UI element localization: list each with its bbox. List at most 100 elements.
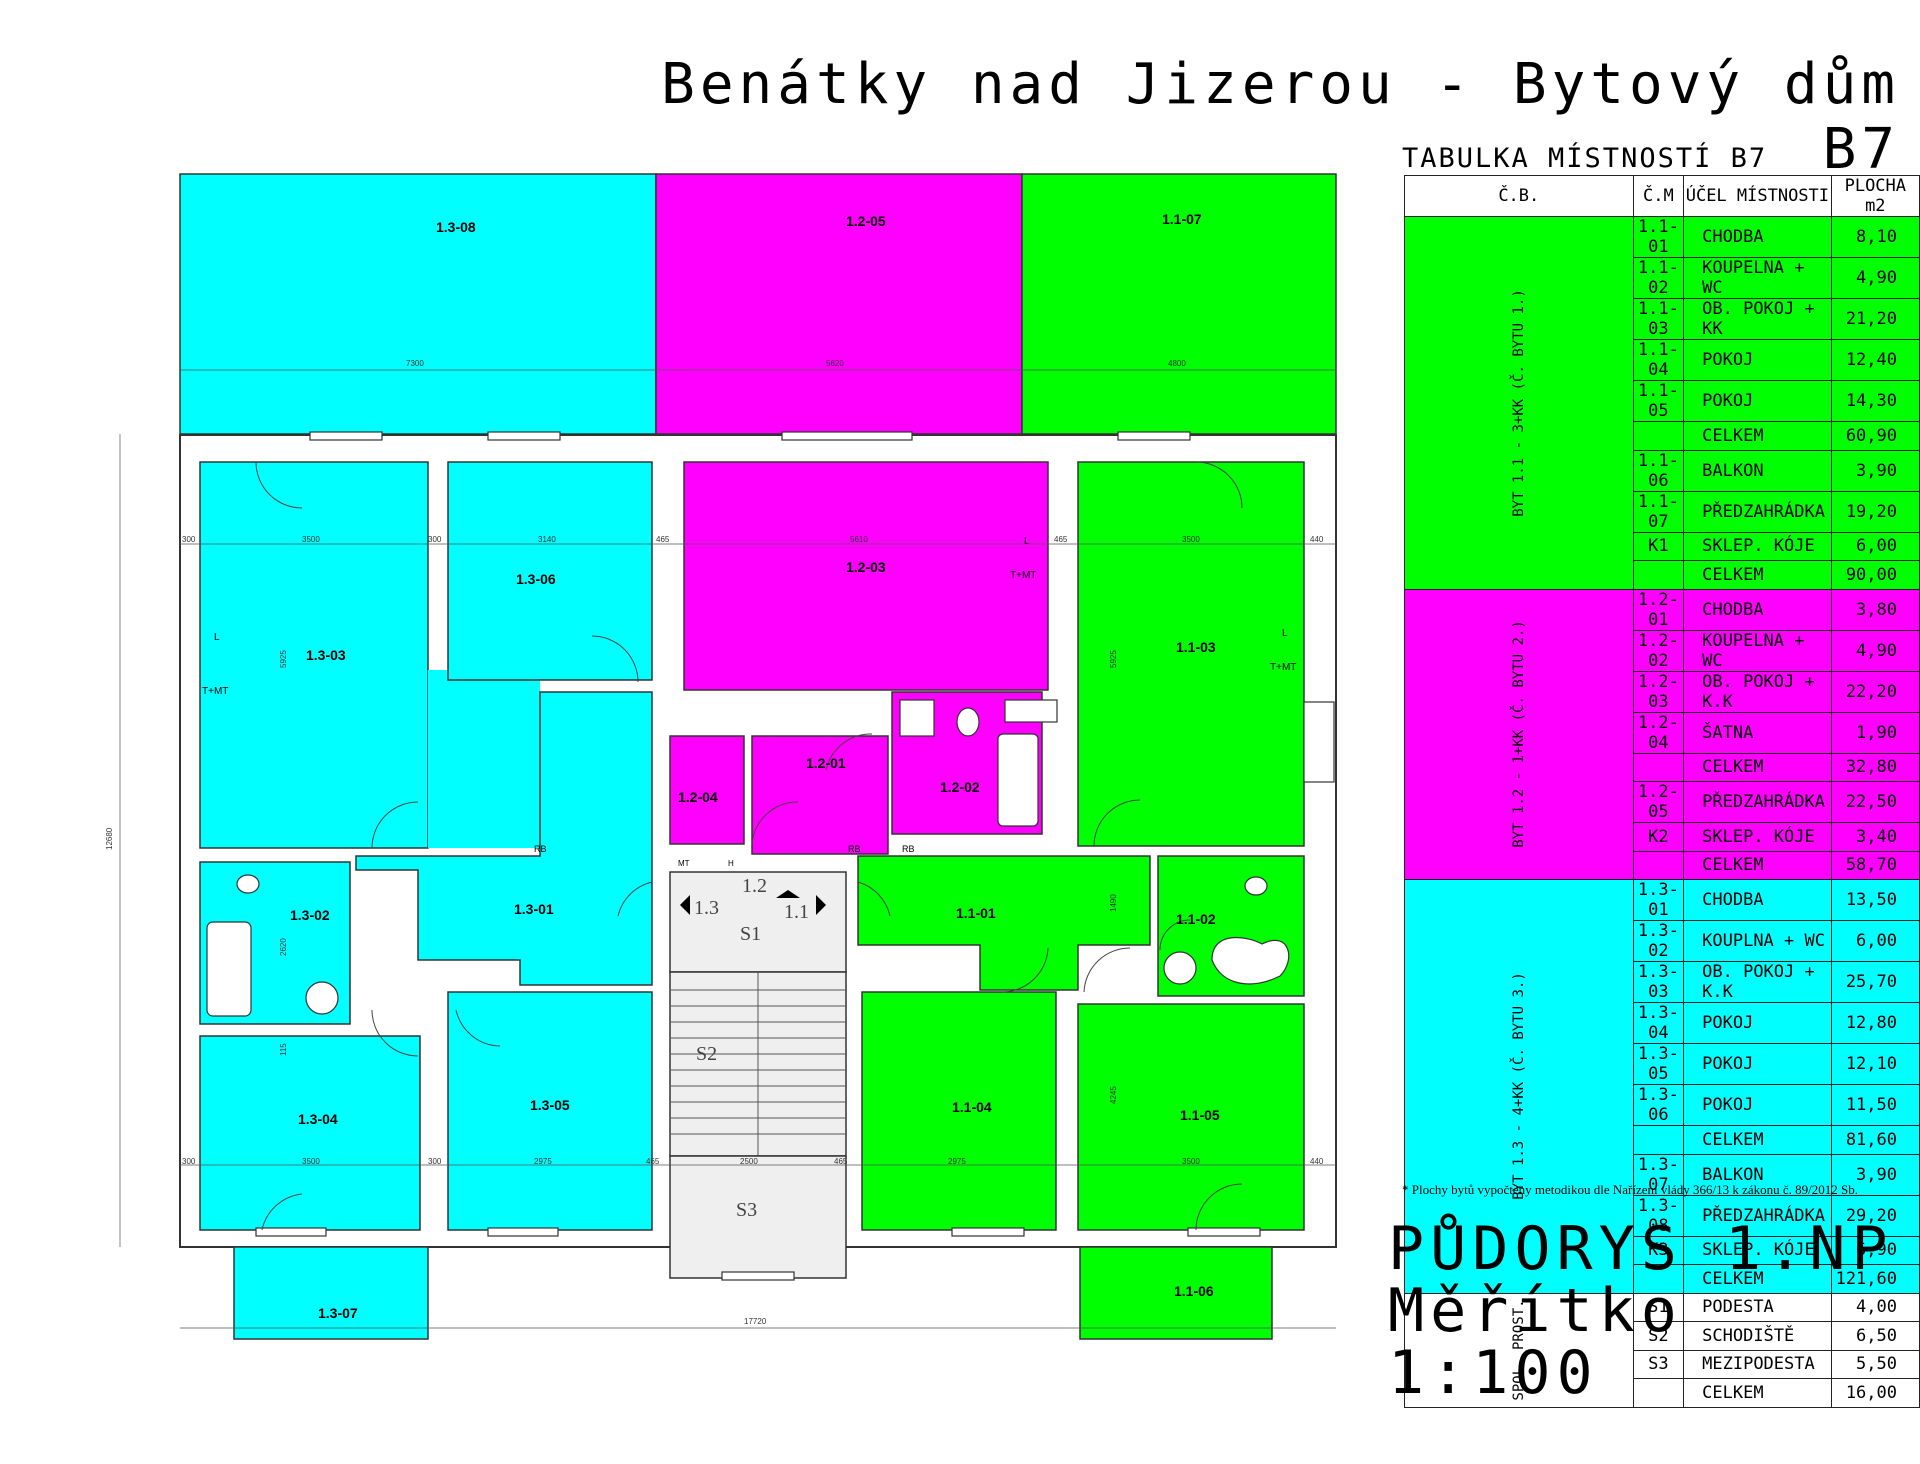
dim-12680: 12680 (105, 827, 114, 850)
area-cell: 14,30 (1830, 380, 1920, 422)
plan-heading: PŮDORYS 1.NP Měřítko 1:100 (1388, 1218, 1920, 1404)
room-number-cell (1632, 560, 1685, 590)
room-number-cell: 1.1-07 (1632, 490, 1685, 533)
h-label: H (728, 859, 734, 868)
rb-label-2: RB (848, 844, 861, 854)
purpose-cell: PŘEDZAHRÁDKA (1683, 1194, 1832, 1237)
purpose-cell: PODESTA (1683, 1292, 1832, 1322)
dim-1490: 1490 (1109, 894, 1118, 912)
room-number-cell: 1.3-06 (1632, 1084, 1685, 1126)
label-s1: S1 (740, 923, 761, 945)
dim-440-a: 440 (1310, 535, 1324, 544)
room-number-cell: 1.2-05 (1632, 781, 1685, 823)
footnote: * Plochy bytů vypočteny metodikou dle Na… (1402, 1182, 1859, 1197)
label-1-1-04: 1.1-04 (952, 1099, 992, 1115)
label-1-3-07: 1.3-07 (318, 1305, 358, 1321)
purpose-cell: POKOJ (1683, 1084, 1832, 1126)
dim-300-c: 300 (182, 1157, 196, 1166)
label-apt-1-3: 1.3 (694, 897, 719, 919)
kitchen-l-1-3: L (214, 632, 220, 643)
dim-5925-a: 5925 (279, 650, 288, 668)
rb-label-3: RB (902, 844, 915, 854)
room-number-cell (1632, 752, 1685, 782)
area-cell: 12,40 (1830, 339, 1920, 381)
label-1-3-01: 1.3-01 (514, 901, 554, 917)
plan-heading-line2: Měřítko 1:100 (1388, 1276, 1683, 1408)
dim-440-b: 440 (1310, 1157, 1324, 1166)
purpose-cell: KOUPLNA + WC (1683, 920, 1832, 962)
dim-3500-c: 3500 (302, 1157, 320, 1166)
arrow-right-icon (816, 895, 826, 915)
dim-465-c: 465 (646, 1157, 660, 1166)
room-number-cell: 1.2-03 (1632, 670, 1685, 713)
room-number-cell: 1.2-02 (1632, 629, 1685, 672)
label-1-1-07: 1.1-07 (1162, 211, 1202, 227)
room-number-cell: K2 (1632, 822, 1685, 852)
page-title: Benátky nad Jizerou - Bytový dům B7 (661, 52, 1900, 182)
table-header-row: Č.B. Č.M ÚČEL MÍSTNOSTI PLOCHA m2 (1404, 175, 1920, 217)
room-1-1-06 (1079, 1246, 1273, 1340)
purpose-cell: BALKON (1683, 449, 1832, 492)
purpose-cell: POKOJ (1683, 1043, 1832, 1085)
arrow-left-icon (680, 895, 690, 915)
purpose-cell: POKOJ (1683, 339, 1832, 381)
room-number-cell: 1.3-08 (1632, 1194, 1685, 1237)
area-cell: 32,80 (1830, 752, 1920, 782)
stair-treads (670, 972, 846, 1156)
area-cell: 25,70 (1830, 961, 1920, 1003)
room-number-cell (1632, 1264, 1685, 1294)
room-number-cell: 1.1-02 (1632, 257, 1685, 299)
purpose-cell: SKLEP. KÓJE (1683, 1235, 1832, 1265)
purpose-cell: CELKEM (1683, 1125, 1832, 1155)
room-number-cell: 1.3-05 (1632, 1043, 1685, 1085)
area-cell: 1,90 (1830, 711, 1920, 754)
purpose-cell: KOUPELNA + WC (1683, 257, 1832, 299)
area-cell: 12,80 (1830, 1002, 1920, 1044)
dim-300-d: 300 (428, 1157, 442, 1166)
header-purpose: ÚČEL MÍSTNOSTI (1683, 175, 1832, 217)
purpose-cell: OB. POKOJ + K.K (1683, 961, 1832, 1003)
area-cell: 8,10 (1830, 216, 1920, 258)
room-number-cell: 1.2-01 (1632, 588, 1685, 631)
area-cell: 22,50 (1830, 781, 1920, 823)
dim-5925-b: 5925 (1109, 650, 1118, 668)
area-cell: 29,20 (1830, 1194, 1920, 1237)
room-number-cell: 1.1-03 (1632, 298, 1685, 340)
area-cell: 22,20 (1830, 670, 1920, 713)
dim-7300: 7300 (406, 359, 424, 368)
area-cell: 3,40 (1830, 822, 1920, 852)
dim-2620: 2620 (279, 938, 288, 956)
kitchen-l-1-1: L (1282, 628, 1288, 639)
room-1-3-04 (199, 1035, 421, 1231)
room-number-cell: 1.3-07 (1632, 1153, 1685, 1196)
floor-plan: T+MT L T+MT L T+MT L RB RB RB MT H 1.3-0… (105, 173, 1337, 1340)
area-cell: 11,50 (1830, 1084, 1920, 1126)
label-1-3-06: 1.3-06 (516, 571, 556, 587)
kitchen-tmt-1-2: T+MT (1010, 570, 1036, 581)
purpose-cell: CHODBA (1683, 879, 1832, 921)
mt-label: MT (678, 859, 690, 868)
dim-300-a: 300 (182, 535, 196, 544)
area-cell: 4,90 (1830, 629, 1920, 672)
label-1-2-03: 1.2-03 (846, 559, 886, 575)
room-1-3-07 (233, 1246, 429, 1340)
label-1-3-08: 1.3-08 (436, 219, 476, 235)
purpose-cell: OB. POKOJ + KK (1683, 298, 1832, 340)
purpose-cell: CELKEM (1683, 560, 1832, 590)
